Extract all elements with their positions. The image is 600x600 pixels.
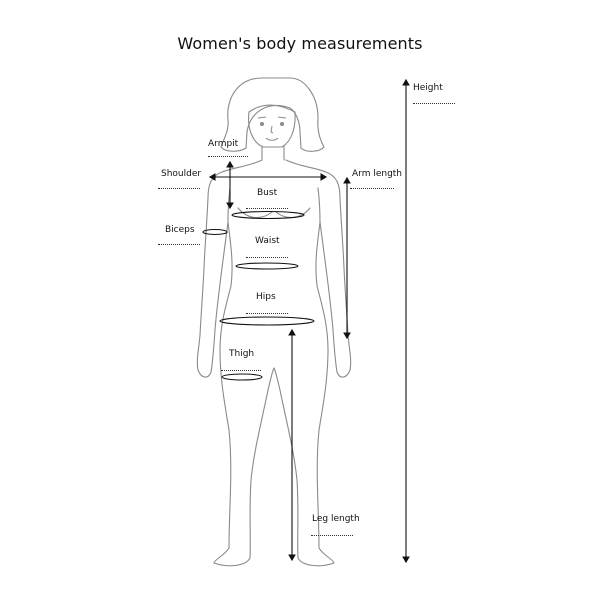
shoulder-value-line [158, 188, 200, 189]
arm-length-label: Arm length [352, 169, 403, 179]
shoulder-label: Shoulder [161, 169, 202, 179]
waist-ellipse [235, 262, 299, 270]
leg-length-label: Leg length [312, 514, 360, 524]
thigh-label: Thigh [229, 349, 255, 359]
leg-length-value-line [311, 535, 353, 536]
hips-value-line [246, 313, 288, 314]
torso-outline [196, 159, 352, 567]
bust-value-line [246, 208, 288, 209]
measurement-lines [202, 78, 410, 564]
biceps-label: Biceps [165, 225, 195, 235]
mouth [265, 137, 279, 141]
bust-ellipse [231, 210, 305, 220]
left-eye [260, 122, 264, 126]
waist-value-line [246, 257, 288, 258]
diagram-title: Women's body measurements [177, 34, 423, 53]
hips-ellipse [219, 316, 315, 326]
height-label: Height [413, 83, 443, 93]
right-eyebrow [277, 116, 287, 119]
left-eyebrow [257, 116, 267, 119]
nose [270, 125, 274, 134]
biceps-ellipse [202, 228, 228, 236]
armpit-value-line [208, 156, 248, 157]
height-value-line [413, 103, 455, 104]
face-details [257, 116, 287, 141]
thigh-ellipse [221, 373, 263, 381]
hips-label: Hips [256, 292, 276, 302]
hair-outline [220, 77, 325, 152]
bust-label: Bust [257, 188, 278, 198]
neck-outline [261, 145, 285, 161]
waist-label: Waist [255, 236, 280, 246]
right-eye [280, 122, 284, 126]
thigh-value-line [221, 370, 261, 371]
arm-length-value-line [350, 188, 394, 189]
face-outline [248, 104, 296, 148]
biceps-value-line [158, 244, 200, 245]
armpit-label: Armpit [208, 139, 239, 149]
